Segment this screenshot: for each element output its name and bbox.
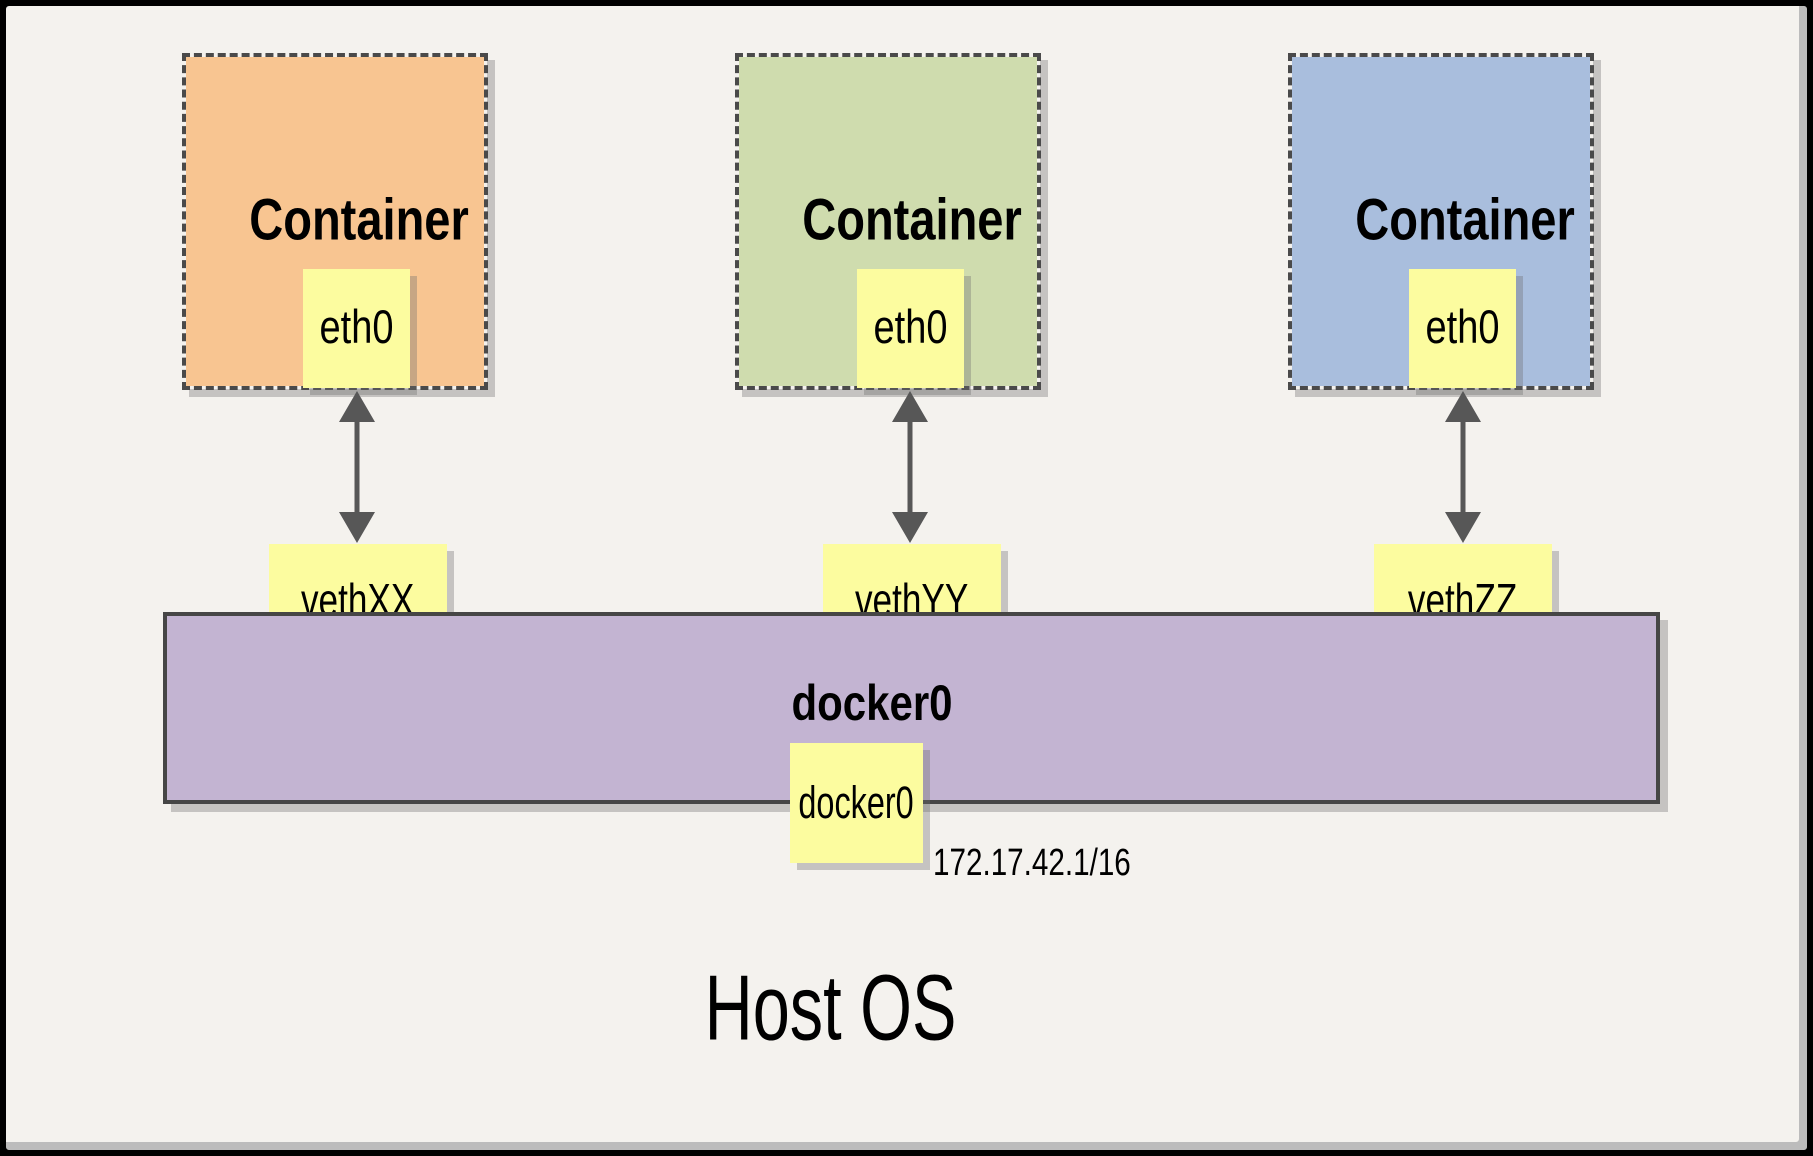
container-box-2 bbox=[735, 53, 1041, 390]
arrow-down-icon bbox=[339, 512, 375, 543]
arrow-container3-veth bbox=[1445, 391, 1481, 543]
container-1-eth0-label: eth0 bbox=[319, 301, 394, 355]
arrow-container1-veth bbox=[339, 391, 375, 543]
arrow-down-icon bbox=[892, 512, 928, 543]
container-1-eth0-box: eth0 bbox=[303, 269, 410, 388]
docker0-interface-box: docker0 bbox=[790, 743, 923, 863]
container-3-eth0-label: eth0 bbox=[1425, 301, 1500, 355]
arrow-up-icon bbox=[892, 391, 928, 422]
arrow-shaft bbox=[1460, 417, 1466, 517]
host-os-label: Host OS bbox=[704, 956, 956, 1060]
arrow-shaft bbox=[354, 417, 360, 517]
docker0-bridge-bar bbox=[163, 612, 1660, 804]
bridge-ip-address-wrap: 172.17.42.1/16 bbox=[933, 841, 1187, 884]
host-os-label-wrap: Host OS bbox=[630, 950, 1030, 1066]
arrow-shaft bbox=[907, 417, 913, 517]
container-2-eth0-label: eth0 bbox=[873, 301, 948, 355]
arrow-down-icon bbox=[1445, 512, 1481, 543]
container-2-eth0-box: eth0 bbox=[857, 269, 964, 388]
arrow-up-icon bbox=[1445, 391, 1481, 422]
arrow-up-icon bbox=[339, 391, 375, 422]
docker0-interface-label: docker0 bbox=[798, 776, 915, 828]
arrow-container2-veth bbox=[892, 391, 928, 543]
container-3-eth0-box: eth0 bbox=[1409, 269, 1516, 388]
bridge-ip-address: 172.17.42.1/16 bbox=[933, 841, 1131, 884]
